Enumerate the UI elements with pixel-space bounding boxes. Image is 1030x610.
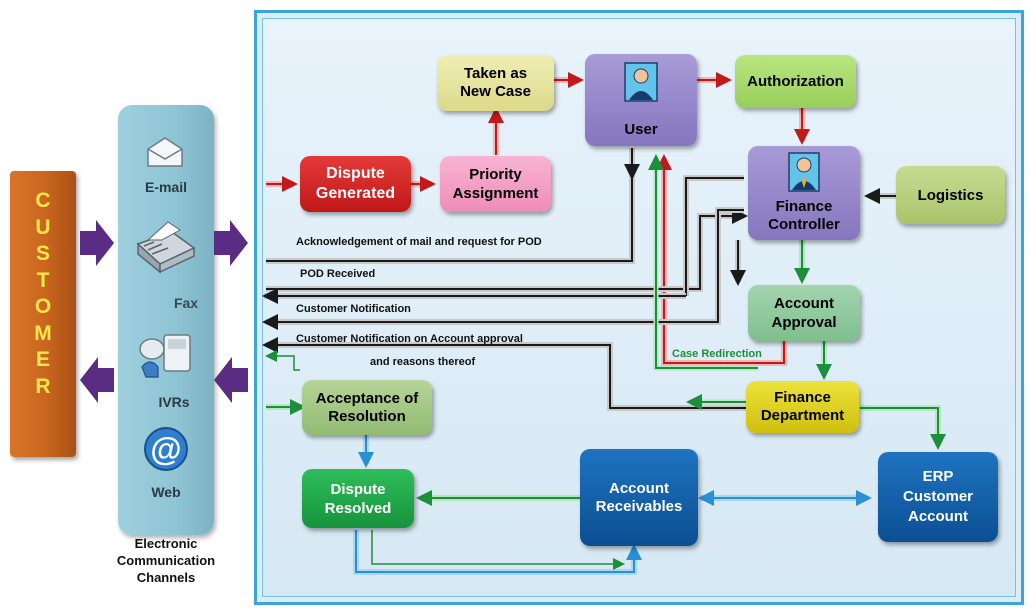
label-reasons-thereof: and reasons thereof xyxy=(370,356,476,368)
node-line: Finance xyxy=(774,389,831,406)
node-user: User xyxy=(585,54,697,146)
node-line: Finance xyxy=(775,198,833,215)
customer-letter: U xyxy=(35,215,51,239)
label-customer-notification: Customer Notification xyxy=(296,303,411,315)
customer-letter: E xyxy=(35,348,50,371)
customer-bar xyxy=(10,171,76,457)
node-line: Resolved xyxy=(324,499,392,517)
label-case-redirection: Case Redirection xyxy=(672,348,762,360)
channel-ivrs-label: IVRs xyxy=(158,394,190,410)
channel-email-label: E-mail xyxy=(144,179,187,195)
channel-fax-label: Fax xyxy=(173,295,199,311)
node-line: Generated xyxy=(315,185,396,202)
customer-letter: O xyxy=(34,295,52,318)
node-user-label: User xyxy=(624,121,658,138)
node-line: Dispute xyxy=(330,480,386,498)
node-line: Assignment xyxy=(452,185,539,202)
label-notification-account-approval: Customer Notification on Account approva… xyxy=(296,333,523,345)
node-line: Receivables xyxy=(595,497,683,515)
customer-letter: R xyxy=(35,374,51,398)
customer-letter: S xyxy=(35,242,50,265)
node-line: Customer xyxy=(902,488,973,505)
controller-person-icon xyxy=(788,152,820,192)
flow-user-ack xyxy=(266,148,640,264)
caption-line: Channels xyxy=(136,570,196,585)
node-line: Account xyxy=(773,295,834,312)
node-line: Controller xyxy=(768,216,840,233)
customer-letter: M xyxy=(34,321,52,345)
customer-letter: C xyxy=(35,189,51,212)
channels-caption: Electronic Communication Channels xyxy=(96,535,236,586)
node-line: Priority xyxy=(469,166,522,183)
label-pod-received: POD Received xyxy=(300,268,376,280)
node-authorization-label: Authorization xyxy=(747,73,844,90)
customer-label: C U S T O M E R xyxy=(10,188,76,400)
caption-line: Electronic xyxy=(134,536,198,551)
customer-to-channels-arrow xyxy=(80,220,114,266)
node-line: Acceptance of xyxy=(315,389,419,407)
at-sign-web-icon: @ xyxy=(144,427,188,471)
panel-to-channels-arrow xyxy=(214,357,248,403)
flow-finance-dept-to-channels xyxy=(262,337,748,411)
communication-channels-column: E-mail Fax IVRs @ Web xyxy=(118,105,214,535)
flow-resolved-to-receivables xyxy=(353,530,642,575)
node-line: Account xyxy=(907,508,968,525)
node-logistics-label: Logistics xyxy=(917,186,984,204)
fax-machine-icon xyxy=(136,221,196,274)
node-line: Account xyxy=(608,479,669,497)
flow-case-redirection-green xyxy=(648,154,758,371)
channel-arrows xyxy=(80,220,248,403)
flow-pod-received xyxy=(266,208,748,292)
envelope-icon xyxy=(147,137,183,167)
node-line: Dispute xyxy=(326,165,385,182)
ivr-phone-icon xyxy=(139,334,191,378)
channels-to-panel-arrow xyxy=(214,220,248,266)
node-line: Taken as xyxy=(463,65,528,82)
node-line: New Case xyxy=(460,83,531,100)
user-person-icon xyxy=(624,62,658,102)
svg-text:@: @ xyxy=(150,431,181,467)
node-authorization: Authorization xyxy=(735,55,856,108)
node-line: Resolution xyxy=(328,407,406,425)
node-line: Department xyxy=(760,407,845,424)
flow-acceptance-notification xyxy=(265,350,300,371)
label-ack-pod: Acknowledgement of mail and request for … xyxy=(296,236,542,248)
node-logistics: Logistics xyxy=(896,166,1005,224)
node-line: ERP xyxy=(922,468,954,485)
channel-web-label: Web xyxy=(151,484,181,500)
flow-customer-notification xyxy=(262,207,744,330)
channels-to-customer-arrow xyxy=(80,357,114,403)
node-line: Approval xyxy=(771,314,837,331)
caption-line: Communication xyxy=(116,553,216,568)
flow-controller-notification xyxy=(262,175,744,304)
flow-case-redirection-red xyxy=(656,154,787,366)
flow-finance-dept-to-erp xyxy=(860,405,946,450)
customer-letter: T xyxy=(36,268,50,292)
